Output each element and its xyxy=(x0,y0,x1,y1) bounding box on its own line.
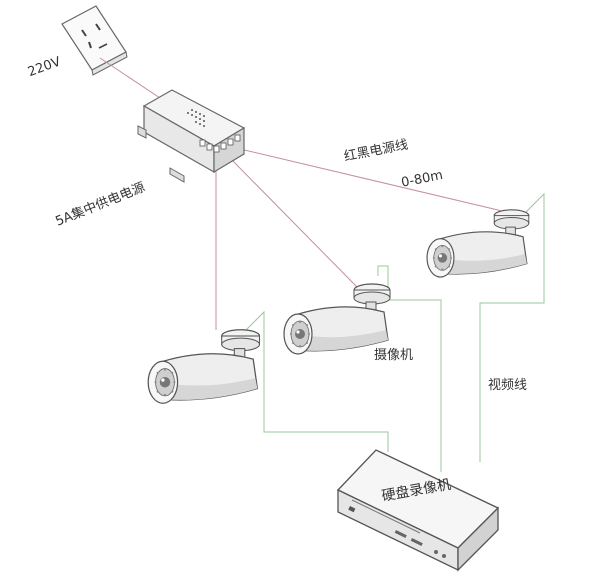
video-cable-camera-right xyxy=(479,192,545,462)
video-lines xyxy=(245,192,545,472)
dvr-unit xyxy=(336,449,500,572)
video-cable-camera-left xyxy=(245,310,389,452)
video-cable-camera-middle xyxy=(377,265,442,472)
camera-right xyxy=(426,209,530,278)
camera-left xyxy=(147,329,261,404)
terminal-block xyxy=(199,134,241,153)
vent-grille-icon xyxy=(187,109,205,127)
camera-label: 摄像机 xyxy=(374,348,414,363)
power-cable-camera-middle xyxy=(227,155,359,289)
wall-outlet-icon xyxy=(61,5,128,76)
power-supply-box xyxy=(137,89,246,183)
video-cable-label: 视频线 xyxy=(488,378,528,393)
